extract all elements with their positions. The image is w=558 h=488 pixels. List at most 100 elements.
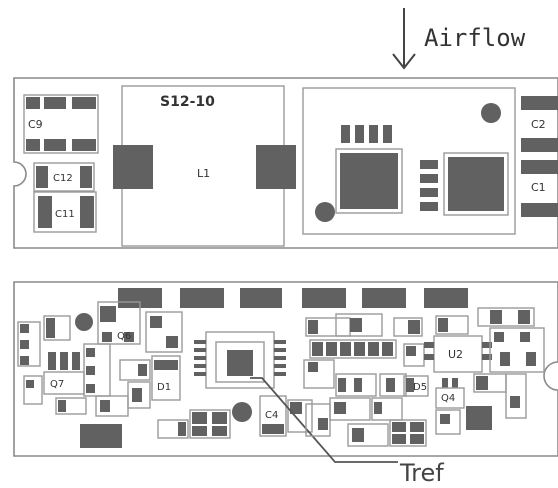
airflow-arrow-head	[392, 53, 416, 70]
rc-row3-pad-b	[338, 378, 346, 392]
cap-pair-pad-c	[192, 426, 207, 436]
airflow-label: Airflow	[424, 24, 526, 52]
d1-pad	[154, 360, 178, 370]
right-large-pad	[466, 406, 492, 430]
u2-pin-r1	[482, 342, 492, 348]
u2-pin-l2	[424, 354, 434, 360]
c11-pad-a	[38, 196, 52, 228]
c11-outline	[33, 191, 97, 233]
l1-pad-right	[256, 145, 296, 189]
column-bottom-pad	[100, 400, 110, 412]
l1-pad-left	[113, 145, 153, 189]
rc-row1-pad-b	[350, 318, 362, 332]
center-ic-pin-r2	[274, 348, 286, 352]
d5-label: D5	[413, 382, 427, 393]
r-bottom-pad	[178, 422, 186, 436]
edge-pad-6	[424, 288, 468, 308]
q4-below-pad	[440, 414, 450, 424]
rc-row4-pad-c	[318, 418, 328, 430]
r-mid-pad	[138, 364, 147, 376]
ic-left-body	[340, 153, 398, 209]
c2-pad-a	[521, 96, 558, 110]
r-low-pad	[132, 388, 142, 402]
center-ic-inner	[215, 341, 265, 383]
q4-label: Q4	[441, 393, 455, 404]
rc-row5-pad-c	[410, 422, 424, 432]
ic-pin-1	[341, 125, 350, 143]
cap-pair-pad-a	[192, 412, 207, 424]
u2-bottom-pad	[476, 376, 488, 390]
q6-side-outline	[145, 311, 183, 353]
rc-row5-outline-b	[389, 419, 427, 447]
rc-row3-outline-b	[335, 373, 377, 397]
edge-pad-2	[180, 288, 224, 308]
rr-top-pad-a	[490, 310, 502, 324]
rc-row2-pad-5	[368, 342, 379, 356]
center-ic-pin-l1	[194, 340, 206, 344]
ic-area-outline	[302, 87, 516, 235]
rc-row4-pad-a	[334, 402, 346, 414]
q7-label: Q7	[50, 379, 64, 390]
c4-label: C4	[265, 410, 278, 421]
c9-pad-c	[44, 97, 66, 109]
rc-row2-side-pad	[406, 346, 416, 356]
c2-pad-b	[521, 138, 558, 152]
fiducial-center	[232, 402, 252, 422]
ic-right-body	[448, 157, 504, 211]
c1-pad-b	[521, 203, 558, 217]
rc-row5-pad-b	[392, 422, 406, 432]
q7-pin-1	[48, 352, 56, 370]
c11-pad-b	[80, 196, 94, 228]
tref-leader-line	[250, 377, 398, 463]
board-title: S12-10	[160, 94, 215, 110]
ic-mid-pin-3	[420, 188, 438, 197]
q6-pad-c	[124, 332, 134, 342]
q7-pin-2	[60, 352, 68, 370]
q6-side-pad-a	[150, 316, 162, 328]
left-res-pad-2	[20, 340, 29, 349]
q4-pin-1	[442, 378, 448, 388]
ic-mid-pin-4	[420, 202, 438, 211]
near-c4-outline	[287, 399, 313, 433]
c1-label: C1	[531, 181, 546, 194]
fiducial-bottom-left	[315, 202, 335, 222]
edge-pad-5	[362, 288, 406, 308]
d1-outline	[151, 355, 181, 401]
left-res-outline	[17, 321, 41, 367]
left-large-pad	[80, 424, 122, 448]
rc-row3-pad-a	[308, 362, 318, 372]
u2-pin-r2	[482, 354, 492, 360]
q6-pad-a	[100, 306, 116, 322]
rr-top-pad-b	[518, 310, 530, 324]
center-ic-pin-l2	[194, 348, 206, 352]
c4-pad	[262, 424, 284, 434]
rc-row4-pad-b	[374, 402, 382, 414]
c9-pad-d	[72, 97, 96, 109]
rc-row3-outline-a	[303, 359, 335, 389]
edge-pad-4	[302, 288, 346, 308]
edge-pad-1	[118, 288, 162, 308]
r-bottom-outline	[157, 419, 189, 439]
c1-pad-a	[521, 160, 558, 174]
left-bottom-pad	[58, 400, 66, 412]
cap-pair-pad-b	[212, 412, 227, 424]
rc-row4-outline-c	[305, 403, 331, 437]
q4-outline	[435, 387, 465, 409]
left-small-outline	[23, 375, 43, 405]
q7-pin-3	[72, 352, 80, 370]
rc-row5-outline-a	[347, 423, 389, 447]
rc-row2-pad-1	[312, 342, 323, 356]
column-pad-1	[86, 348, 95, 357]
c9-pad-e	[44, 139, 66, 151]
q6-pad-b	[102, 332, 112, 342]
q6-side-pad-b	[166, 336, 178, 348]
column-pad-3	[86, 384, 95, 393]
rc-row2-outline	[309, 339, 397, 359]
rc-row3-pad-d	[386, 378, 395, 392]
rc-row4-outline-b	[371, 397, 403, 421]
cap-pair-pad-d	[212, 426, 227, 436]
left-res-pad-3	[20, 356, 29, 365]
d5-pad	[406, 378, 414, 392]
rc-row1-pad-a	[308, 320, 318, 334]
